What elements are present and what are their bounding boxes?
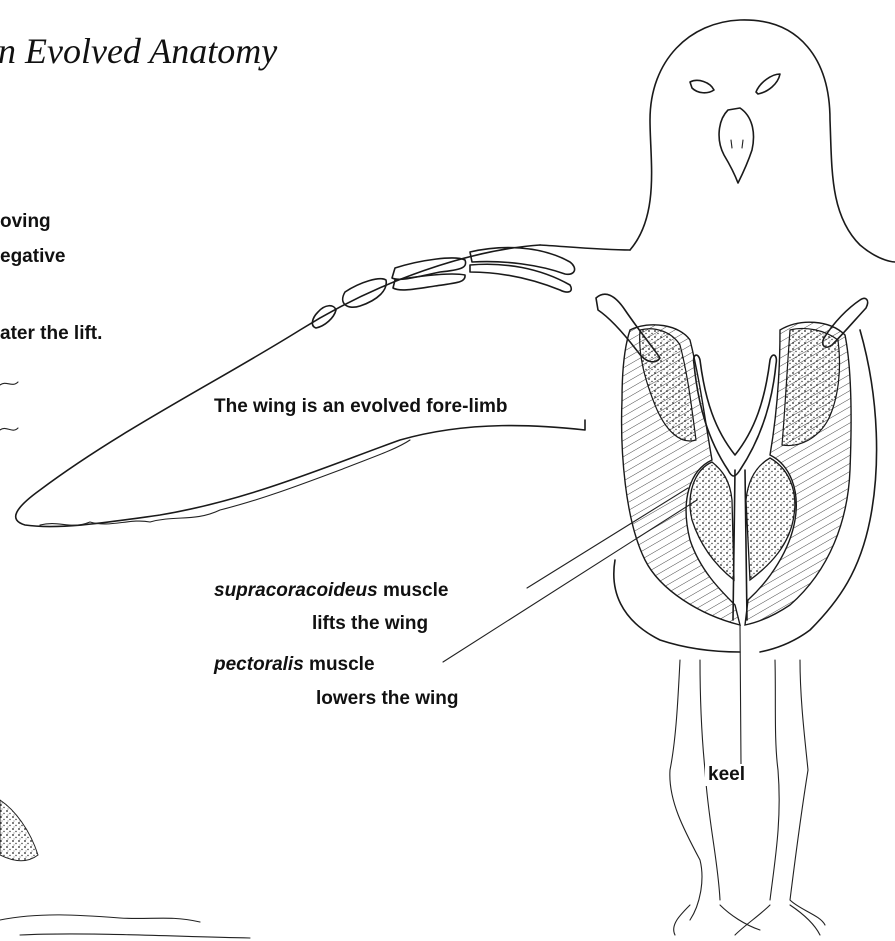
right-eye	[756, 74, 780, 94]
beak	[719, 108, 753, 183]
supracoracoideus-action: lifts the wing	[312, 613, 428, 635]
keel-label: keel	[705, 764, 748, 786]
edge-scribble-4	[0, 915, 250, 938]
pectoralis-label: pectoralis muscle	[214, 654, 375, 676]
bird-neck-left	[540, 245, 630, 250]
page-title: n Evolved Anatomy	[0, 30, 277, 72]
wing-label: The wing is an evolved fore-limb	[214, 396, 508, 418]
left-text-line2: egative	[0, 246, 65, 268]
left-text-line1: oving	[0, 211, 51, 233]
left-foot	[674, 905, 760, 935]
edge-scribble-2	[0, 428, 18, 430]
left-leg	[670, 660, 720, 920]
keel-pointer	[740, 625, 741, 765]
pectoralis-leader	[443, 500, 697, 662]
digit-bone	[312, 306, 336, 328]
edge-scribble-1	[0, 382, 18, 385]
supracoracoideus-label: supracoracoideus muscle	[214, 580, 448, 602]
keel-bone	[733, 470, 747, 620]
right-leg	[770, 660, 825, 925]
wing-feather-edge	[40, 440, 410, 525]
pectoralis-suffix: muscle	[304, 654, 375, 675]
bird-body-outline	[630, 20, 895, 262]
pectoralis-name: pectoralis	[214, 654, 304, 675]
radius-bone	[470, 264, 571, 292]
edge-scribble-3	[0, 800, 38, 861]
humerus-bone	[470, 248, 575, 275]
supracoracoideus-name: supracoracoideus	[214, 580, 378, 601]
right-foot	[735, 905, 820, 935]
supracoracoideus-suffix: muscle	[378, 580, 449, 601]
left-text-line3: ater the lift.	[0, 323, 102, 345]
ulna-bone-2	[393, 274, 465, 290]
pectoralis-action: lowers the wing	[316, 688, 459, 710]
left-eye	[690, 80, 714, 92]
muscle-stipple-upper	[640, 328, 840, 445]
